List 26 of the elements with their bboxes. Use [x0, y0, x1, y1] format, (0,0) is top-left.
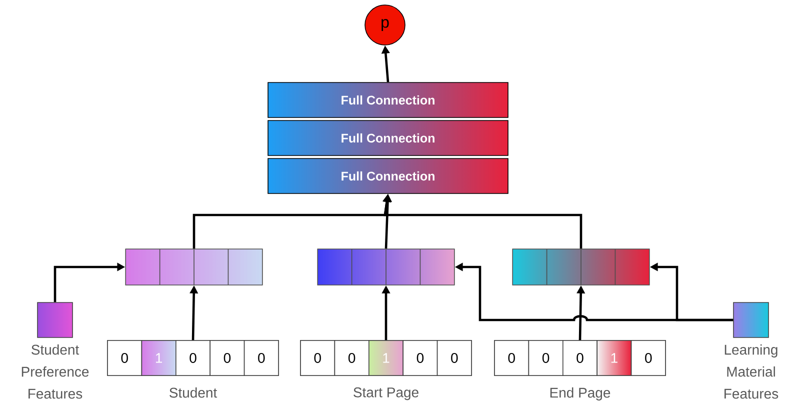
vector-caption: End Page — [550, 387, 610, 400]
vector-cell: 0 — [176, 340, 210, 376]
vector-cell: 0 — [334, 340, 370, 376]
vector-cell: 0 — [107, 340, 142, 376]
embedding-bar — [125, 248, 263, 286]
embedding-bar — [512, 248, 650, 286]
layer-box: Full Connection — [268, 120, 508, 156]
feature-label: Learning Material Features — [724, 344, 778, 399]
layer-box: Full Connection — [268, 158, 508, 194]
vector-cell: 0 — [528, 340, 564, 376]
vector-cell: 0 — [436, 340, 472, 376]
vector-cell: 1 — [596, 340, 632, 376]
vector-cell: 0 — [562, 340, 598, 376]
vector-cell: 0 — [494, 340, 530, 376]
vector-cell: 1 — [368, 340, 404, 376]
vector-caption: Start Page — [354, 387, 418, 400]
embedding-bar — [317, 248, 455, 286]
layer-box: Full Connection — [268, 82, 508, 118]
vector-cell: 0 — [630, 340, 666, 376]
vector-cell: 1 — [141, 340, 176, 376]
vector-cell: 0 — [244, 340, 279, 376]
vector-caption: Student — [170, 387, 218, 398]
feature-label: Student Preference Features — [22, 344, 89, 399]
vector-cell: 0 — [402, 340, 438, 376]
vector-cell: 0 — [300, 340, 336, 376]
vector-cell: 0 — [210, 340, 245, 376]
